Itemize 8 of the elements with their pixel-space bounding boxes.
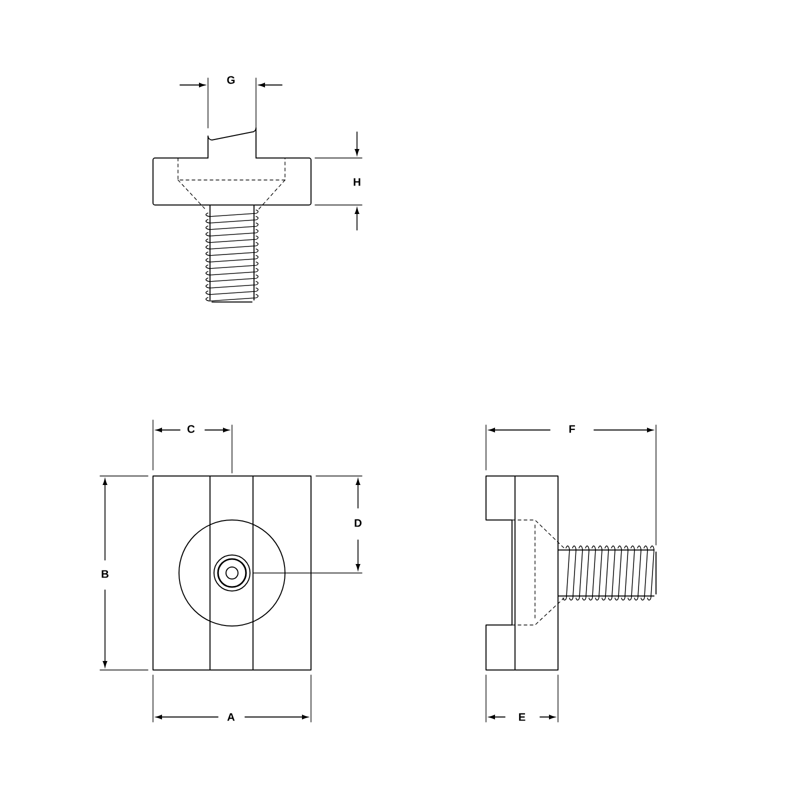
dimension-label: E [519, 713, 526, 721]
dimension-label: H [354, 178, 360, 186]
dimension-label: F [569, 425, 575, 433]
dimension-label: B [102, 570, 108, 578]
dimension-label: D [354, 519, 362, 527]
dimension-label: G [227, 76, 235, 84]
dimension-label: A [227, 713, 235, 721]
dimension-label: C [187, 425, 195, 433]
